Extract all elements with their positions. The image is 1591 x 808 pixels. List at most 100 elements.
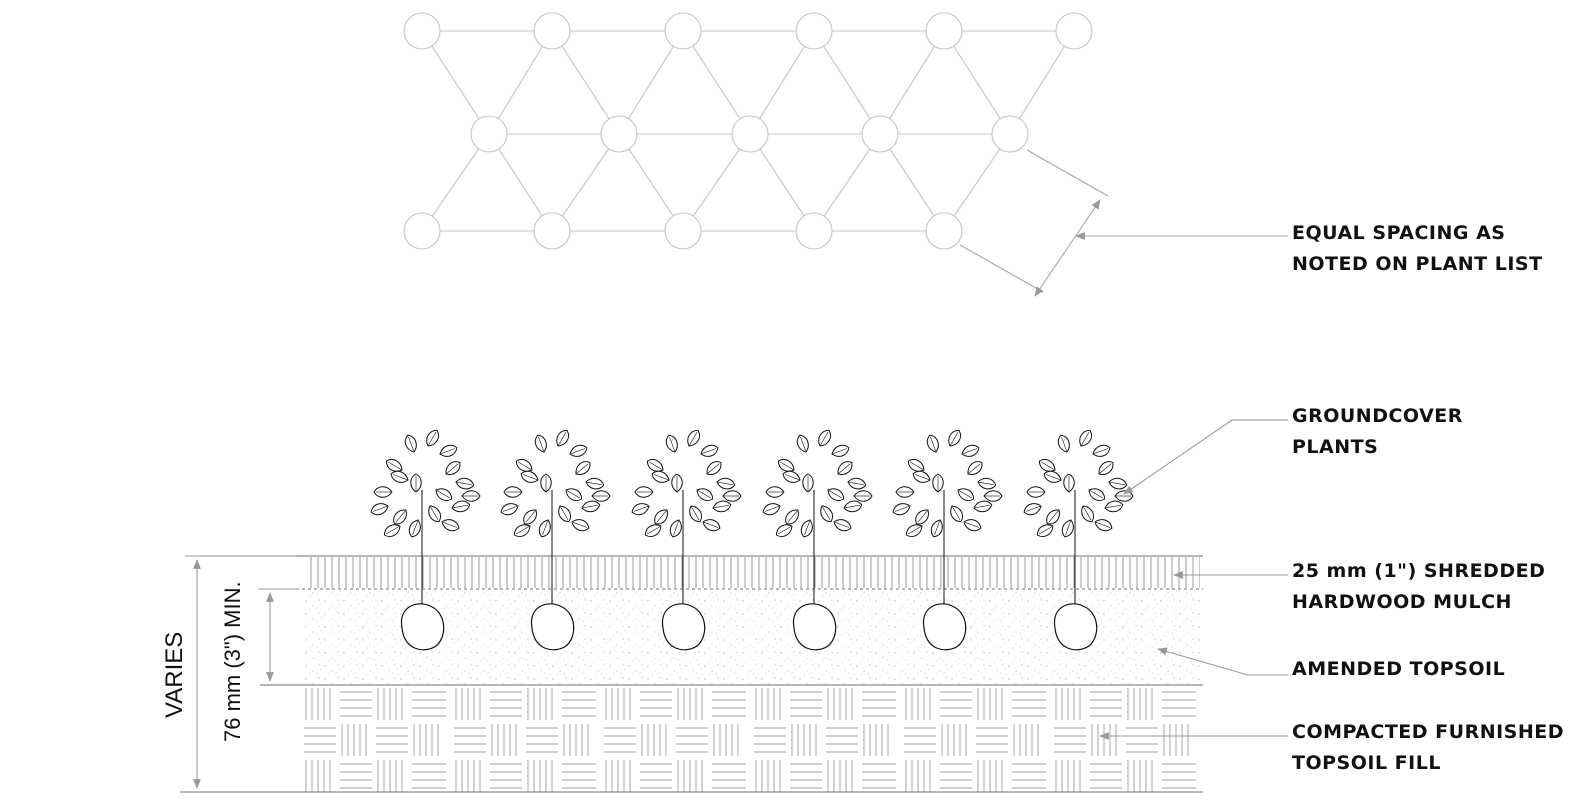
plant-leaf [954,484,977,505]
plant-leaf [693,484,716,505]
groundcover-plants-label: GROUNDCOVER PLANTS [1292,401,1463,463]
plant-leaf [671,473,683,493]
plant-leaf [503,486,523,498]
plant-leaf [842,499,864,514]
plant-leaf [1103,499,1125,514]
spacing-line [1019,45,1065,120]
plant-leaf [554,502,575,525]
plant-leaf [831,516,854,534]
plant-location-circle [1055,12,1093,50]
plant-location-circle [925,212,963,250]
plant-leaf [584,476,606,491]
plant-leaf [700,516,723,534]
plant-leaf [1075,427,1096,450]
plant-leaf [903,520,926,541]
plant-leaf [972,499,994,514]
plant-leaf [698,442,721,460]
spacing-line [498,148,543,217]
spacing-line [561,148,610,217]
note-line: NOTED ON PLANT LIST [1292,253,1543,275]
plant-leaf [432,484,455,505]
plant-leaf [964,457,986,479]
plant-leaf [1034,520,1057,541]
plant-leaf [518,468,541,486]
spacing-line [497,46,544,119]
spacing-line [759,148,805,217]
plant-leaf [1092,516,1115,534]
plant-leaf [976,476,998,491]
plant-leaf [580,499,602,514]
plant-leaf [910,468,933,486]
plant-leaf [932,473,944,493]
plant-leaf [381,520,404,541]
groundcover-plant [890,427,1003,651]
note-line: 25 mm (1") SHREDDED [1292,560,1546,582]
plant-leaf [454,476,476,491]
plant-location-circle [991,115,1029,153]
plant-leaf [959,442,982,460]
plant-leaf [824,484,847,505]
plant-leaf [1059,517,1077,540]
plant-leaf [667,517,685,540]
groundcover-plant [760,427,873,651]
topsoil-depth-dimension [258,588,298,682]
plant-location-circle [731,115,769,153]
plant-leaf [711,499,733,514]
plant-leaf [895,486,915,498]
plant-leaf [1090,442,1113,460]
note-line: EQUAL SPACING AS [1292,222,1506,244]
plant-leaf [450,499,472,514]
note-line: PLANTS [1292,436,1379,458]
compacted-fill-layer [300,686,1200,792]
plant-location-circle [795,212,833,250]
groundcover-plant [368,427,481,651]
plant-leaf [946,502,967,525]
plant-leaf [890,500,913,518]
plant-leaf [780,468,803,486]
plant-leaf [944,427,965,450]
amended-topsoil-label: AMENDED TOPSOIL [1292,654,1505,685]
plant-leaf [722,490,742,502]
topsoil-min-dimension-label: 76 mm (3") MIN. [220,581,245,742]
spacing-line [431,148,480,217]
plant-leaf [961,516,984,534]
spacing-line [823,148,871,217]
plant-leaf [498,500,521,518]
plant-leaf [373,486,393,498]
plant-leaf [1041,468,1064,486]
groundcover-plant [629,427,742,651]
plant-leaf [1042,506,1064,528]
plant-leaf [1107,476,1129,491]
plant-leaf [834,457,856,479]
plant-leaf [569,516,592,534]
plant-leaf [591,490,611,502]
spacing-line [561,45,610,120]
plant-leaf [511,520,534,541]
root-ball [1053,603,1098,651]
plant-leaf [552,427,573,450]
root-ball [400,603,445,651]
note-line: AMENDED TOPSOIL [1292,658,1506,680]
plant-location-circle [403,12,441,50]
plant-leaf [983,490,1003,502]
plant-leaf [442,457,464,479]
plant-leaf [781,506,803,528]
plant-leaf [1085,484,1108,505]
spacing-line [628,148,674,217]
plant-leaf [1077,502,1098,525]
root-ball [530,603,575,651]
plant-leaf [794,432,812,455]
plant-leaf [1021,500,1044,518]
plant-leaf [406,517,424,540]
varies-dimension-label: VARIES [161,631,188,718]
plant-leaf [402,432,420,455]
spacing-line [953,148,1001,217]
amended-topsoil-layer [305,590,1200,685]
overall-depth-dimension [185,555,296,789]
plant-leaf [829,442,852,460]
plant-leaf [629,500,652,518]
spacing-line [628,45,674,120]
plant-leaf [663,432,681,455]
note-line: TOPSOIL FILL [1292,752,1441,774]
